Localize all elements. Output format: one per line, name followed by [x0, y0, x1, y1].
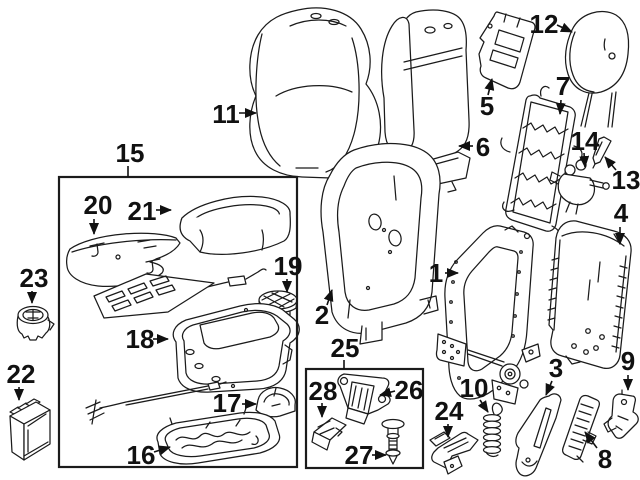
seat-back-panel-illustration — [547, 220, 632, 370]
wiring-pad-illustration — [156, 407, 281, 465]
callout-number-20: 20 — [84, 190, 113, 220]
callout-12-headrest: 12 — [530, 9, 573, 39]
callout-number-13: 13 — [612, 165, 640, 195]
callout-number-25: 25 — [331, 333, 360, 363]
occupancy-sensor-mat-illustration — [66, 232, 181, 288]
callout-number-1: 1 — [429, 258, 443, 288]
callout-19-round-cap: 19 — [274, 251, 303, 293]
callout-number-7: 7 — [556, 71, 570, 101]
callout-number-2: 2 — [315, 300, 329, 330]
callout-number-19: 19 — [274, 251, 303, 281]
callout-number-4: 4 — [614, 198, 629, 228]
mounting-bracket-illustration — [603, 389, 639, 439]
callout-arrow — [584, 431, 598, 449]
control-module-illustration — [9, 398, 51, 461]
callout-arrow — [484, 78, 495, 96]
callout-number-8: 8 — [598, 444, 612, 474]
callout-number-22: 22 — [7, 359, 36, 389]
callout-17-cable-clamp: 17 — [213, 388, 257, 418]
callout-arrow — [545, 380, 555, 396]
callout-10-tension-spring: 10 — [460, 373, 489, 413]
cable-clamp-illustration — [255, 386, 296, 418]
mounting-bracket-panel-illustration — [478, 11, 536, 90]
callout-number-26: 26 — [395, 375, 424, 405]
mounting-bracket-rail-illustration — [429, 431, 479, 475]
callout-number-23: 23 — [20, 263, 49, 293]
cushion-carrier-tray-illustration — [172, 303, 300, 393]
headrest-illustration — [564, 10, 630, 128]
callout-9-mounting-bracket: 9 — [621, 346, 635, 391]
callout-number-17: 17 — [213, 388, 242, 418]
callout-3-side-bolster-trim: 3 — [545, 353, 563, 396]
lumbar-actuator-illustration — [549, 159, 610, 215]
callout-arrow — [323, 289, 334, 306]
callout-number-21: 21 — [128, 196, 157, 226]
callout-21-seat-cushion-foam: 21 — [128, 196, 172, 226]
callout-number-3: 3 — [549, 353, 563, 383]
callout-arrow — [604, 156, 617, 171]
callout-11-seat-back-cover: 11 — [212, 99, 257, 129]
callout-number-5: 5 — [480, 91, 494, 121]
seat-back-pad-illustration — [320, 142, 441, 345]
callout-16-wiring-pad: 16 — [127, 440, 171, 470]
callout-8-side-rib-trim: 8 — [584, 431, 612, 474]
callout-number-27: 27 — [345, 440, 374, 470]
diagram-artwork — [9, 7, 639, 477]
callout-arrow — [555, 99, 566, 115]
heater-element-illustration — [93, 268, 267, 319]
callout-27-push-rivet: 27 — [345, 440, 387, 470]
callout-number-11: 11 — [212, 99, 240, 129]
callout-arrow — [477, 399, 489, 413]
retainer-clip-illustration — [311, 417, 347, 451]
tension-spring-illustration — [482, 402, 503, 458]
callout-6-seat-back-foam: 6 — [458, 132, 490, 162]
callout-5-mounting-bracket-panel: 5 — [480, 78, 495, 121]
callout-number-24: 24 — [435, 396, 464, 426]
callout-15-cushion-assembly-group: 15 — [116, 138, 145, 177]
callout-number-14: 14 — [571, 126, 600, 156]
callout-number-18: 18 — [126, 324, 155, 354]
callout-23-adjuster-knob: 23 — [20, 263, 49, 304]
callout-22-control-module: 22 — [7, 359, 36, 401]
callout-arrow — [556, 22, 573, 33]
push-rivet-illustration — [381, 418, 405, 465]
callout-28-retainer-clip: 28 — [309, 376, 338, 418]
callout-arrow — [153, 445, 171, 456]
callout-14-lumbar-actuator: 14 — [571, 126, 600, 168]
callout-arrow — [579, 152, 590, 168]
seat-cushion-foam-illustration — [179, 195, 291, 255]
lumbar-support-grid-illustration — [500, 85, 583, 239]
callout-number-10: 10 — [460, 373, 489, 403]
seat-back-frame-illustration — [435, 225, 541, 405]
guide-pin-illustration — [592, 136, 612, 169]
callout-24-mounting-bracket-rail: 24 — [435, 396, 464, 438]
callout-number-28: 28 — [309, 376, 338, 406]
callout-18-cushion-carrier-tray: 18 — [126, 324, 169, 354]
callout-arrow — [379, 387, 396, 397]
callout-2-seat-back-pad: 2 — [315, 289, 334, 330]
adjuster-knob-illustration — [16, 305, 55, 341]
callout-7-lumbar-support-grid: 7 — [555, 71, 570, 115]
callout-1-seat-back-frame: 1 — [429, 258, 459, 288]
group-box-15 — [57, 175, 299, 469]
group-box-25 — [304, 367, 425, 470]
callout-13-guide-pin: 13 — [604, 156, 640, 195]
callout-number-16: 16 — [127, 440, 156, 470]
support-bracket-illustration — [337, 373, 391, 425]
callout-number-6: 6 — [476, 132, 490, 162]
side-rib-trim-illustration — [562, 394, 601, 463]
callout-4-seat-back-panel: 4 — [614, 198, 629, 245]
bowden-cable-illustration — [85, 381, 227, 425]
side-bolster-trim-illustration — [515, 393, 562, 477]
callout-25-hardware-kit-group: 25 — [331, 333, 360, 369]
callout-20-occupancy-sensor-mat: 20 — [84, 190, 113, 235]
callout-number-15: 15 — [116, 138, 145, 168]
group-boxes-layer — [57, 175, 425, 470]
callout-number-12: 12 — [530, 9, 559, 39]
callout-number-9: 9 — [621, 346, 635, 376]
callout-26-support-bracket: 26 — [379, 375, 424, 405]
